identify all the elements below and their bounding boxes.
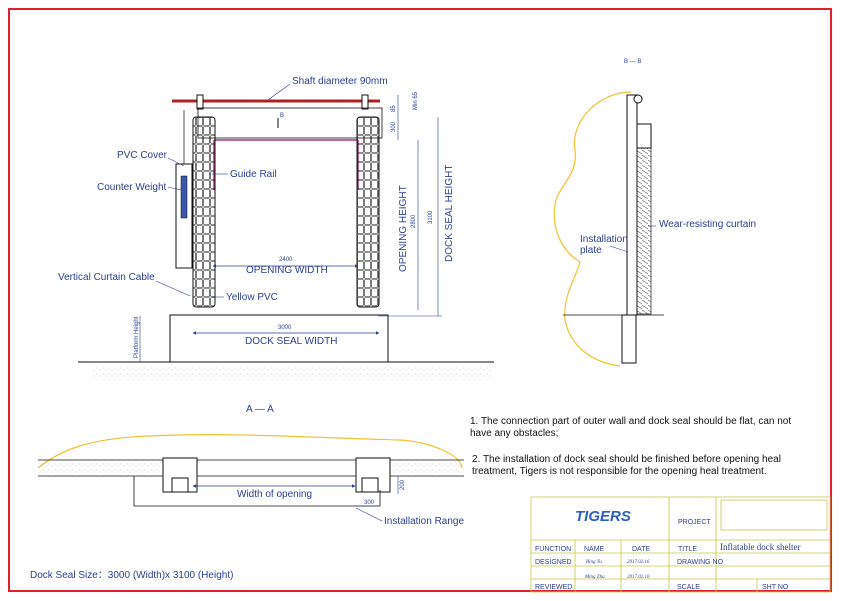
function-header: FUNCTION: [535, 546, 571, 553]
note-2: 2. The installation of dock seal should …: [472, 454, 781, 477]
title-header: TITLE: [678, 546, 697, 553]
dim-2400: 2400: [279, 257, 293, 263]
min-65-label: Min 65: [413, 91, 419, 110]
width-of-opening-label: Width of opening: [237, 489, 312, 500]
drawing-border: [8, 8, 832, 592]
counter-weight-label: Counter Weight: [97, 182, 167, 193]
opening-height-label: OPENING HEIGHT: [398, 185, 409, 272]
front-view: [78, 83, 494, 380]
dim-3100: 3100: [428, 210, 434, 224]
note-1: 1. The connection part of outer wall and…: [470, 416, 792, 439]
dim-200-aa: 200: [400, 479, 406, 490]
section-aa-view: [37, 434, 464, 522]
opening-width-label: OPENING WIDTH: [246, 265, 328, 276]
wear-resisting-curtain-label: Wear-resisting curtain: [659, 219, 756, 230]
section-bb-title: B — B: [624, 59, 641, 65]
b-marker: B: [280, 113, 284, 119]
drawing-no-label: DRAWING NO: [677, 559, 724, 566]
section-bb-view: [553, 91, 664, 367]
dim-2800: 2800: [411, 214, 417, 228]
section-aa-title: A — A: [246, 404, 274, 415]
installation-plate-line2: plate: [580, 245, 602, 256]
title-value: Inflatable dock shelter: [720, 542, 800, 552]
dock-seal-height-label: DOCK SEAL HEIGHT: [444, 165, 455, 262]
scale-label: SCALE: [677, 584, 700, 591]
designed-name: Bing Tu: [586, 560, 602, 565]
dock-seal-width-label: DOCK SEAL WIDTH: [245, 336, 337, 347]
installation-range-label: Installation Range: [384, 516, 464, 527]
yellow-pvc-label: Yellow PVC: [226, 292, 278, 303]
dock-seal-size: Dock Seal Size：3000 (Width)x 3100 (Heigh…: [30, 570, 234, 581]
title-block: [530, 496, 831, 593]
guide-rail-label: Guide Rail: [230, 169, 277, 180]
dim-85: 85: [391, 105, 397, 112]
sht-no-label: SHT NO: [762, 584, 789, 591]
reviewed-label: REVIEWED: [535, 584, 572, 591]
project-label: PROJECT: [678, 519, 711, 526]
dim-300-aa: 300: [364, 500, 375, 506]
dim-3000: 3000: [278, 325, 292, 331]
reviewed-name: Ming Zhu: [584, 575, 605, 580]
brand-logo: TIGERS: [575, 508, 631, 525]
designed-date: 2017.02.16: [627, 560, 650, 565]
shaft-diameter-label: Shaft diameter 90mm: [292, 76, 388, 87]
reviewed-date: 2017.02.16: [627, 575, 650, 580]
designed-label: DESIGNED: [535, 559, 572, 566]
dim-300-top: 300: [391, 121, 397, 132]
pvc-cover-label: PVC Cover: [117, 150, 168, 161]
installation-plate-line1: Installation: [580, 234, 628, 245]
date-header: DATE: [632, 546, 650, 553]
platform-height-label: Platform Height: [134, 316, 140, 358]
installation-plate-label: Installation plate: [580, 234, 631, 256]
name-header: NAME: [584, 546, 605, 553]
vertical-curtain-cable-label: Vertical Curtain Cable: [58, 272, 155, 283]
